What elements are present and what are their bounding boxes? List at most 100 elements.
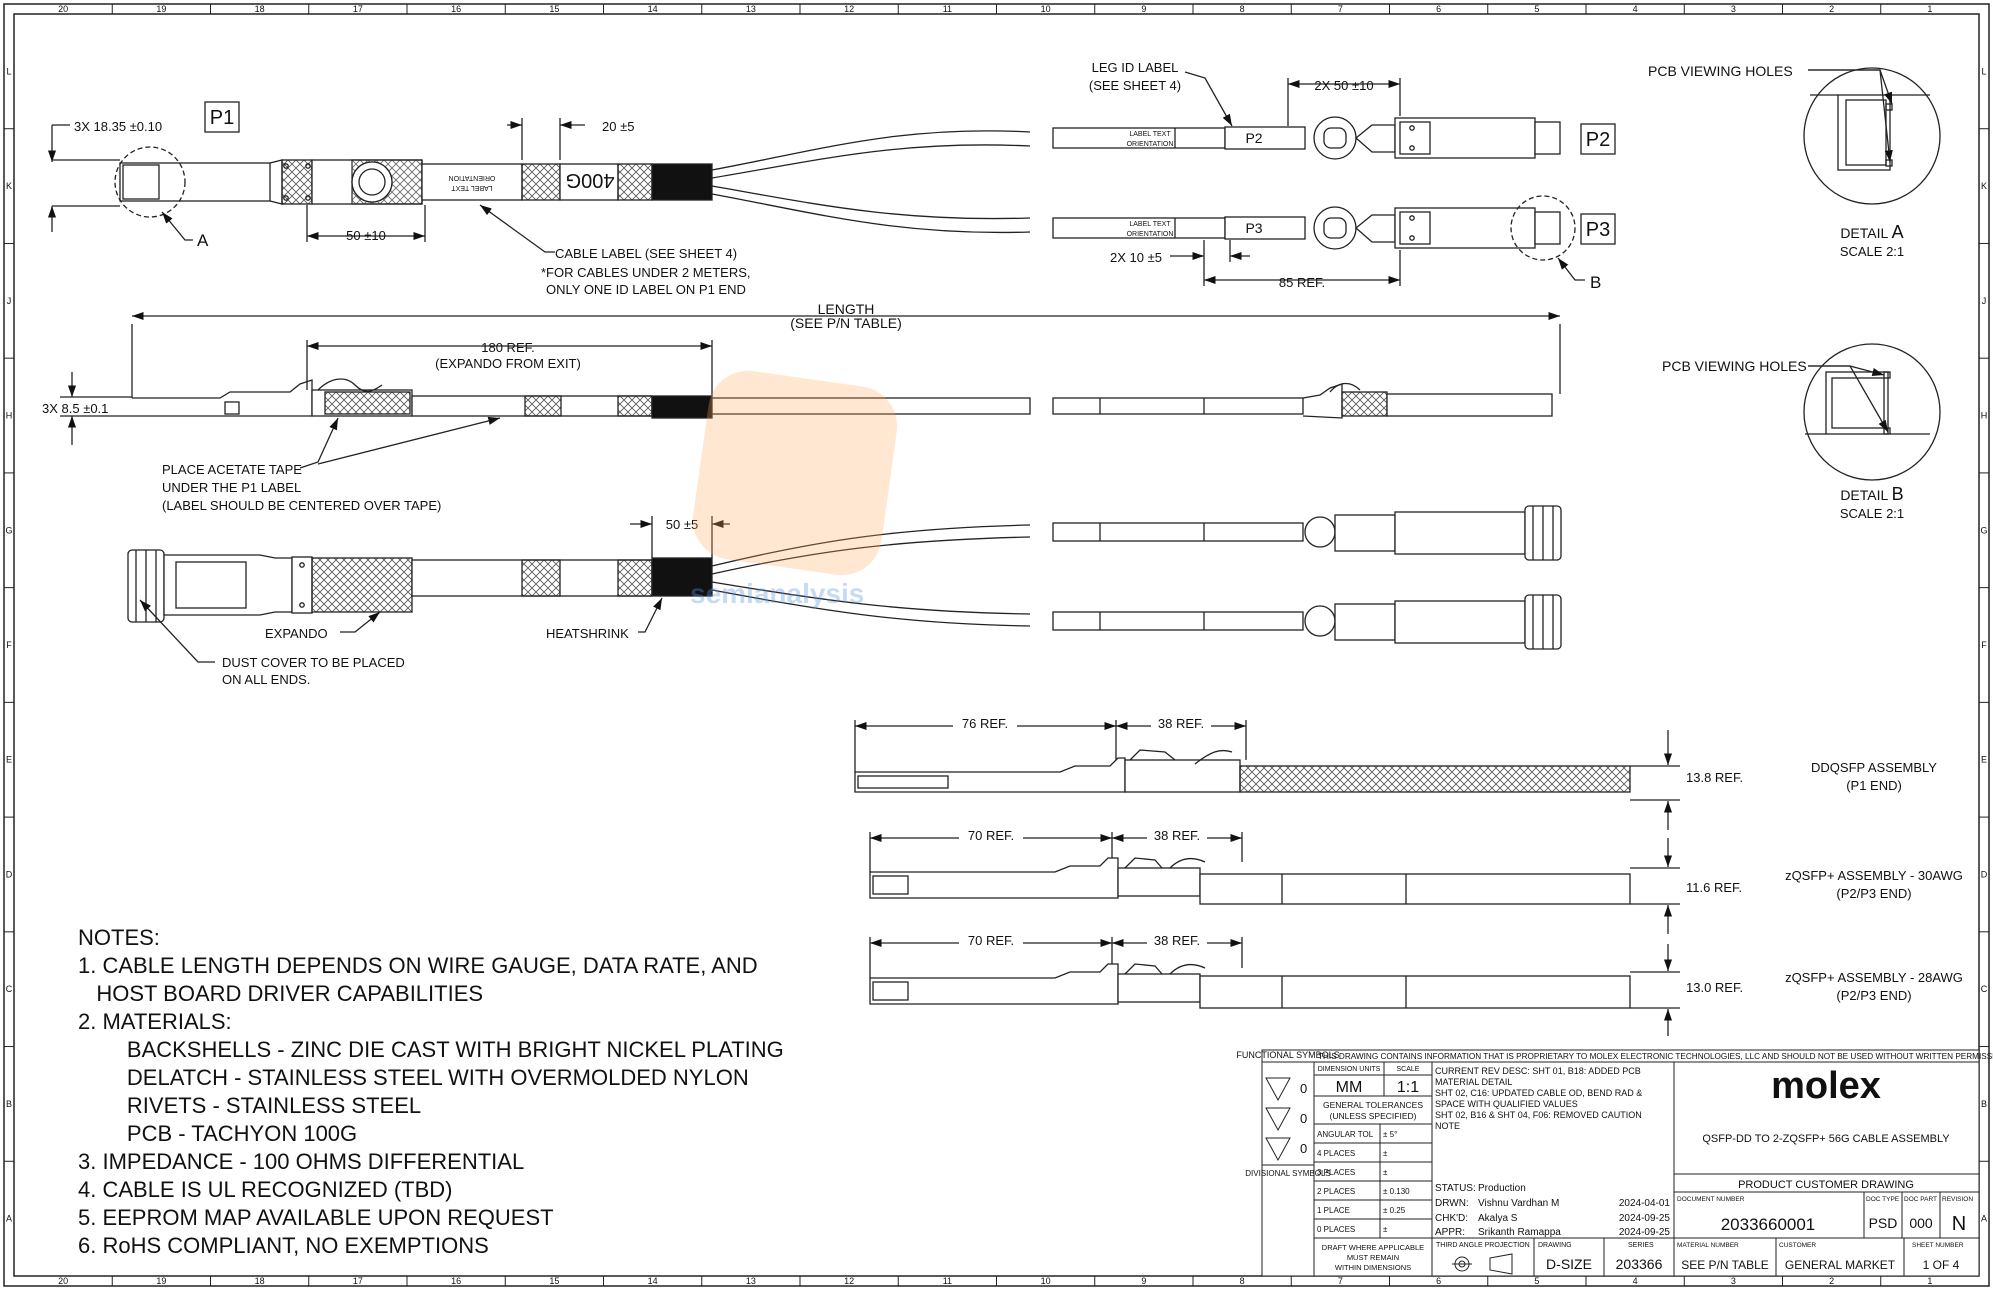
frame-col-label: 18 — [255, 1276, 265, 1286]
detail-a-letter: A — [1892, 222, 1904, 242]
customer-value: GENERAL MARKET — [1785, 1258, 1896, 1272]
assembly-views — [854, 720, 1680, 1036]
tolerance-value: ± — [1383, 1225, 1388, 1234]
frame-row-label: F — [6, 640, 12, 650]
frame-row-label: H — [6, 411, 13, 421]
molex-logo: molex — [1771, 1065, 1881, 1107]
tape-note-1: PLACE ACETATE TAPE — [162, 462, 302, 477]
detail-a-title: DETAIL A — [1840, 222, 1903, 242]
material-number-label: MATERIAL NUMBER — [1677, 1242, 1739, 1249]
p3-tag: P3 — [1586, 219, 1610, 241]
assembly-name: zQSFP+ ASSEMBLY - 30AWG — [1785, 868, 1963, 883]
watermark-logo — [687, 365, 903, 581]
tape-note-3: (LABEL SHOULD BE CENTERED OVER TAPE) — [162, 498, 441, 513]
note-line: 3. IMPEDANCE - 100 OHMS DIFFERENTIAL — [78, 1149, 525, 1174]
dim-180-1: 180 REF. — [481, 340, 534, 355]
frame-col-label: 20 — [58, 4, 68, 14]
note-line: 4. CABLE IS UL RECOGNIZED (TBD) — [78, 1177, 453, 1202]
tolerance-label: ANGULAR TOL — [1317, 1130, 1374, 1139]
tolerance-label: 4 PLACES — [1317, 1149, 1355, 1158]
frame-col-label: 8 — [1240, 4, 1245, 14]
drawing-type: PRODUCT CUSTOMER DRAWING — [1738, 1179, 1914, 1191]
frame-row-label: B — [6, 1099, 12, 1109]
assembly-end: (P1 END) — [1846, 778, 1902, 793]
material-number: SEE P/N TABLE — [1681, 1258, 1769, 1272]
frame-row-label: L — [1981, 66, 1986, 76]
dim-20: 20 ±5 — [602, 119, 634, 134]
dimension-units: MM — [1336, 1079, 1363, 1096]
label-orientation-2: ORIENTATION — [449, 174, 496, 181]
notes-heading: NOTES: — [78, 925, 160, 950]
frame-col-label: 19 — [156, 4, 166, 14]
frame-row-label: J — [7, 296, 12, 306]
assembly-height: 11.6 REF. — [1686, 880, 1742, 895]
cable-label-note-3: ONLY ONE ID LABEL ON P1 END — [546, 282, 746, 297]
tolerance-value: ± 0.130 — [1383, 1187, 1410, 1196]
frame-col-label: 13 — [746, 4, 756, 14]
sym-value-3: 0 — [1300, 1141, 1307, 1156]
frame-row-label: B — [1981, 1099, 1987, 1109]
note-line: HOST BOARD DRIVER CAPABILITIES — [78, 981, 484, 1006]
frame-col-label: 3 — [1731, 1276, 1736, 1286]
frame-col-label: 15 — [549, 1276, 559, 1286]
assembly-right-dim: 38 REF. — [1154, 828, 1200, 843]
chkd-label: CHK'D: — [1435, 1213, 1468, 1224]
top-view-text: P1 P2 P3 3X 18.35 ±0.10 20 ±5 50 ±10 A B… — [74, 60, 1610, 297]
title-block — [1261, 1049, 1980, 1277]
detail-text: PCB VIEWING HOLES PCB VIEWING HOLES DETA… — [1648, 63, 1904, 521]
tolerance-label: 0 PLACES — [1317, 1225, 1355, 1234]
dim-3x-18-35: 3X 18.35 ±0.10 — [74, 119, 162, 134]
rev-desc-line: MATERIAL DETAIL — [1435, 1077, 1512, 1087]
drwn-label: DRWN: — [1435, 1198, 1469, 1209]
chkd-name: Akalya S — [1478, 1213, 1518, 1224]
rev-desc-line: SPACE WITH QUALIFIED VALUES — [1435, 1099, 1578, 1109]
frame-row-label: G — [5, 525, 12, 535]
dim-50: 50 ±10 — [346, 228, 386, 243]
proprietary-notice: THIS DRAWING CONTAINS INFORMATION THAT I… — [1318, 1052, 1993, 1061]
frame-row-label: J — [1982, 296, 1987, 306]
scale-value: 1:1 — [1397, 1079, 1419, 1096]
bottom-view-text: 50 ±5 EXPANDO HEATSHRINK DUST COVER TO B… — [222, 517, 698, 687]
cable-label-note-1: CABLE LABEL (SEE SHEET 4) — [555, 246, 737, 261]
tolerance-label: 2 PLACES — [1317, 1187, 1355, 1196]
frame-col-label: 9 — [1141, 4, 1146, 14]
frame-col-label: 3 — [1731, 4, 1736, 14]
leg-id-p2: P2 — [1245, 130, 1262, 146]
tolerance-value: ± — [1383, 1149, 1388, 1158]
assembly-left-dim: 70 REF. — [968, 933, 1014, 948]
rev-desc-line: SHT 02, C16: UPDATED CABLE OD, BEND RAD … — [1435, 1088, 1642, 1098]
leg-label-orientation-p2-1: LABEL TEXT — [1129, 131, 1171, 138]
note-line: 6. RoHS COMPLIANT, NO EXEMPTIONS — [78, 1233, 489, 1258]
label-400g: 400G — [566, 169, 615, 191]
status-label: STATUS: — [1435, 1183, 1476, 1194]
leg-label-orientation-p3-1: LABEL TEXT — [1129, 221, 1171, 228]
doc-part: 000 — [1909, 1215, 1933, 1231]
dim-180-2: (EXPANDO FROM EXIT) — [435, 356, 581, 371]
draft-note-3: WITHIN DIMENSIONS — [1335, 1263, 1411, 1272]
assembly-height: 13.8 REF. — [1686, 770, 1743, 785]
doc-type: PSD — [1869, 1215, 1898, 1231]
frame-col-label: 5 — [1534, 4, 1539, 14]
customer-label: CUSTOMER — [1779, 1242, 1816, 1249]
dust-cover-2: ON ALL ENDS. — [222, 672, 310, 687]
frame-col-label: 11 — [943, 1276, 952, 1286]
frame-col-label: 14 — [648, 1276, 658, 1286]
revision-description: CURRENT REV DESC: SHT 01, B18: ADDED PCB… — [1435, 1066, 1642, 1131]
draft-note-2: MUST REMAIN — [1347, 1253, 1399, 1262]
assembly-right-dim: 38 REF. — [1158, 716, 1204, 731]
drwn-date: 2024-04-01 — [1619, 1198, 1671, 1209]
frame-col-label: 2 — [1829, 1276, 1834, 1286]
appr-label: APPR: — [1435, 1227, 1465, 1238]
doc-number: 2033660001 — [1721, 1215, 1816, 1234]
length-1: LENGTH — [818, 301, 875, 317]
note-line: DELATCH - STAINLESS STEEL WITH OVERMOLDE… — [78, 1065, 749, 1090]
side-view-text: LENGTH (SEE P/N TABLE) 180 REF. (EXPANDO… — [42, 301, 902, 513]
assembly-name: DDQSFP ASSEMBLY — [1811, 760, 1937, 775]
frame-col-label: 12 — [844, 1276, 854, 1286]
p2-tag: P2 — [1586, 129, 1610, 151]
bottom-view — [127, 505, 1562, 663]
assembly-right-dim: 38 REF. — [1154, 933, 1200, 948]
assembly-left-dim: 76 REF. — [962, 716, 1008, 731]
frame-col-label: 13 — [746, 1276, 756, 1286]
